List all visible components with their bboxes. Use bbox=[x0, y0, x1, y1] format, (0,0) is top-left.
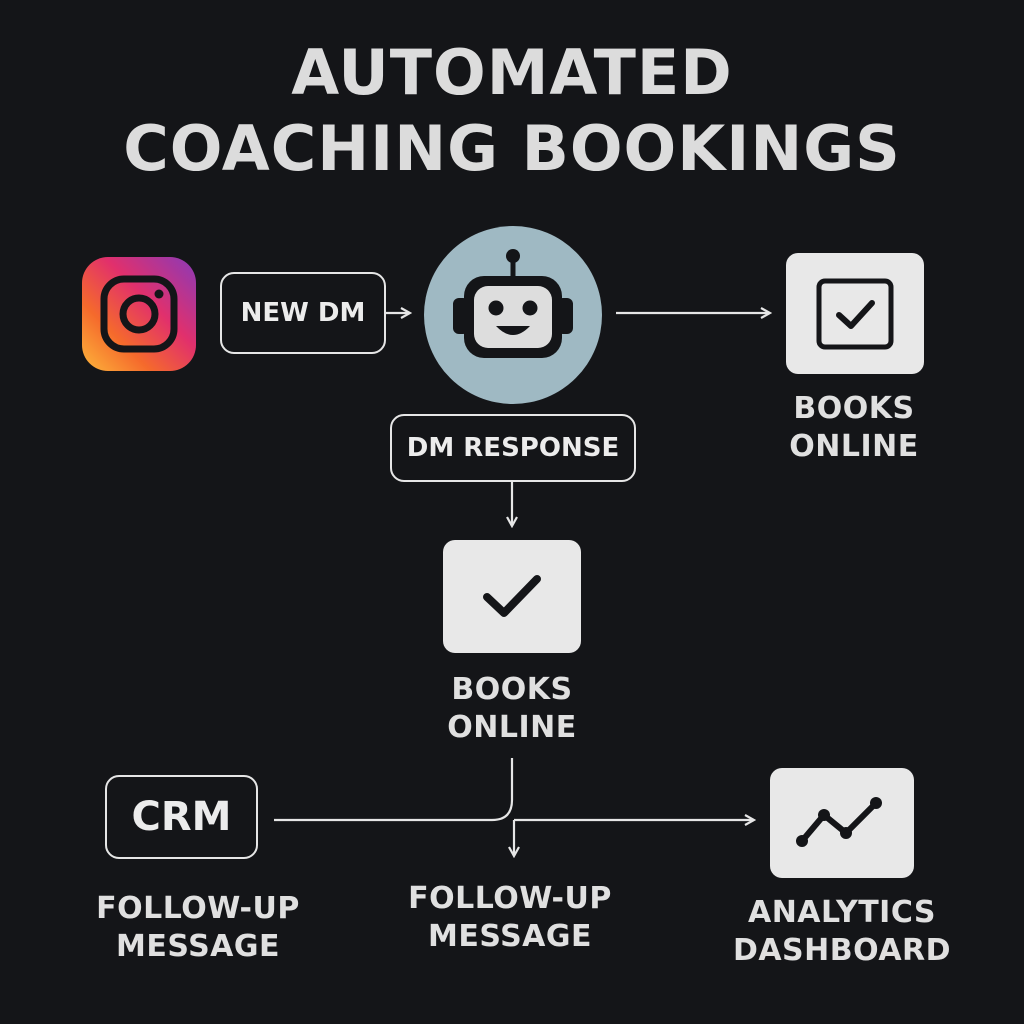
checkmark-icon bbox=[483, 574, 541, 617]
analytics-dashboard-label: ANALYTICS DASHBOARD bbox=[732, 895, 952, 968]
line-chart-icon bbox=[796, 797, 882, 847]
books-online-right-label: BOOKS ONLINE bbox=[789, 391, 919, 464]
dm-response-node: DM RESPONSE bbox=[390, 414, 636, 482]
robot-icon bbox=[424, 226, 602, 404]
crm-node: CRM bbox=[105, 775, 258, 859]
line-books-to-crm bbox=[274, 758, 514, 822]
analytics-card bbox=[770, 768, 914, 878]
follow-up-left-label: FOLLOW-UP MESSAGE bbox=[96, 891, 300, 964]
booking-card-right bbox=[786, 253, 924, 374]
title-line-2: COACHING BOOKINGS bbox=[123, 112, 901, 185]
follow-up-center-label: FOLLOW-UP MESSAGE bbox=[408, 881, 612, 954]
title-line-1: AUTOMATED bbox=[291, 36, 733, 109]
booking-card-center bbox=[443, 540, 581, 653]
instagram-icon bbox=[82, 257, 196, 371]
new-dm-node: NEW DM bbox=[220, 272, 386, 354]
checkbox-icon bbox=[816, 278, 894, 349]
books-online-center-label: BOOKS ONLINE bbox=[447, 672, 577, 745]
